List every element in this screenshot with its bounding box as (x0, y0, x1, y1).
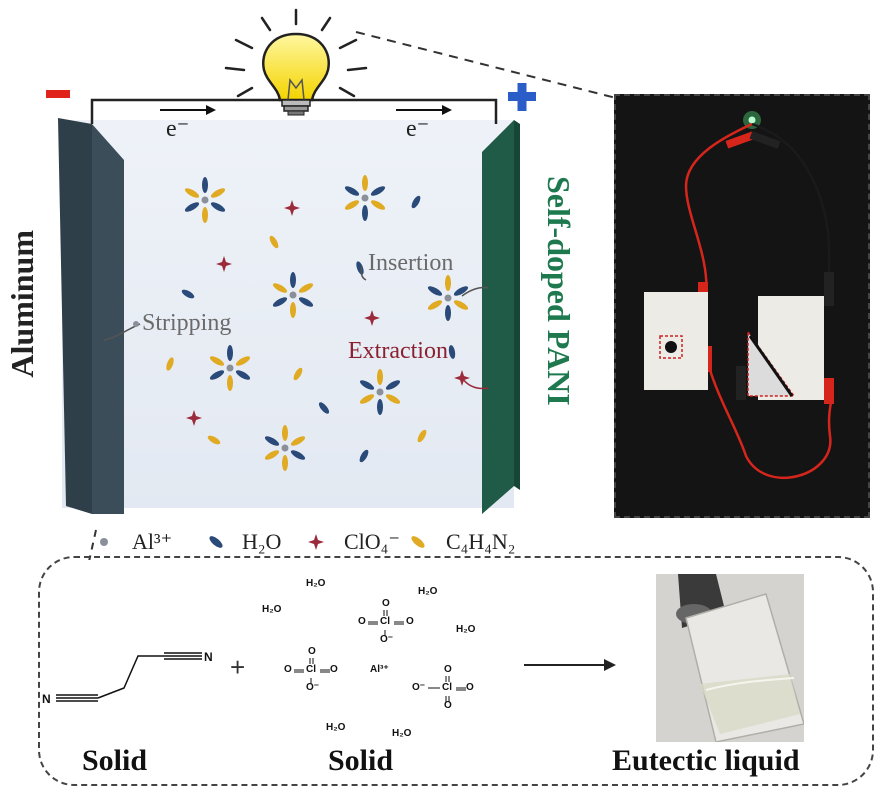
aluminum-ion-center: Al³⁺ (370, 664, 389, 675)
perchlorate-bonds (294, 610, 466, 702)
plus-operator: + (230, 652, 246, 682)
pani-electrode (482, 120, 514, 514)
solvated-cluster (209, 345, 251, 391)
solid-label-2: Solid (328, 744, 394, 777)
clo4-2-o-right: O (330, 664, 338, 675)
pyrazine-marker (411, 536, 425, 548)
solvated-cluster (427, 275, 469, 321)
zoom-guide-line (355, 31, 617, 99)
electron-label-right: e⁻ (406, 116, 430, 142)
legend-al: Al³⁺ (132, 529, 173, 554)
solvated-cluster (264, 425, 306, 471)
free-molecule (166, 195, 456, 463)
solvated-cluster (184, 177, 226, 223)
clo4-3-o-right: O (466, 682, 474, 693)
clo4-1-cl: Cl (380, 616, 390, 627)
legend-markers (100, 534, 425, 550)
aluminum-label: Aluminum (4, 230, 40, 378)
clo4-2-o-top: O (308, 646, 316, 657)
water-4: H₂O (456, 624, 476, 635)
clo4-1-o-left: O (358, 616, 366, 627)
plus-sign-icon (508, 83, 536, 111)
extraction-label: Extraction (348, 338, 448, 364)
legend-h2o: H₂O (242, 529, 282, 554)
aluminum-electrode (58, 118, 92, 514)
solid-label-1: Solid (82, 744, 148, 777)
water-5: H₂O (326, 722, 346, 733)
device-photo-illustration (616, 96, 868, 516)
legend-clo4: ClO₄⁻ (344, 529, 400, 554)
extraction-pointer (461, 377, 489, 390)
light-bulb-icon (224, 8, 368, 116)
pani-electrode-edge (514, 120, 520, 490)
minus-sign-icon (46, 90, 70, 98)
electrolyte-region (62, 120, 514, 508)
solvated-cluster (359, 369, 401, 415)
clo4-marker (308, 534, 324, 550)
solvated-cluster (272, 272, 314, 318)
clo4-1-o-top: O (382, 598, 390, 609)
nitrogen-right: N (204, 650, 213, 664)
water-3: H₂O (418, 586, 438, 597)
legend-c4h4n2: C₄H₄N₂ (446, 529, 516, 554)
pani-label: Self-doped PANI (541, 176, 577, 406)
aluminum-electrode-face (92, 124, 124, 514)
clo4-3-o-top: O (444, 664, 452, 675)
eutectic-formation-panel (38, 556, 874, 786)
water-1: H₂O (306, 578, 326, 589)
clo4-2-o-left: O (284, 664, 292, 675)
solvated-cluster (344, 175, 386, 221)
clo4-2-cl: Cl (306, 664, 316, 675)
insertion-pointer (360, 265, 367, 281)
electron-label-left: e⁻ (166, 116, 190, 142)
electron-arrow-right-icon (396, 105, 452, 115)
water-2: H₂O (262, 604, 282, 615)
water-6: H₂O (392, 728, 412, 739)
device-photo (614, 94, 870, 518)
clo4-3-o-left: O⁻ (412, 682, 426, 693)
electron-arrow-left-icon (160, 105, 216, 115)
vial-illustration (656, 574, 805, 743)
clo4-2-o-minus: O⁻ (306, 682, 320, 693)
insertion-label: Insertion (368, 250, 454, 276)
al-ion-marker (100, 538, 108, 546)
clo4-3-o-bottom: O (444, 700, 452, 711)
reaction-arrow-icon (524, 659, 616, 671)
battery-cell-diagram (46, 8, 617, 560)
eutectic-liquid-photo (656, 574, 805, 743)
h2o-marker (209, 536, 223, 548)
stripping-label: Stripping (142, 310, 232, 336)
clo4-3-cl: Cl (442, 682, 452, 693)
succinonitrile-structure (56, 652, 202, 702)
clo4-1-o-right: O (406, 616, 414, 627)
nitrogen-left: N (42, 692, 51, 706)
insertion-pointer-2 (461, 286, 489, 297)
eutectic-liquid-label: Eutectic liquid (612, 744, 800, 777)
clo4-1-o-minus: O⁻ (380, 634, 394, 645)
